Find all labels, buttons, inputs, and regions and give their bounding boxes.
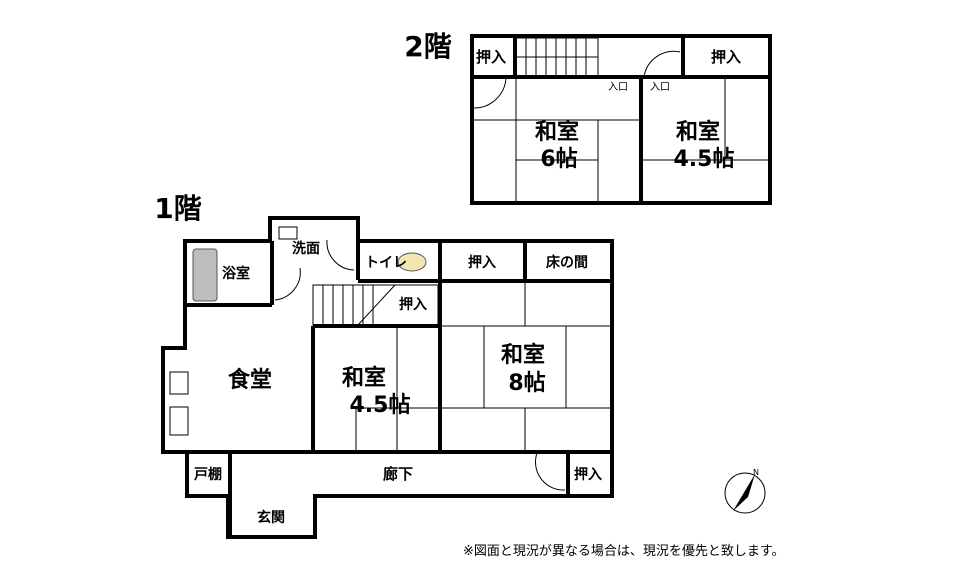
entrance-mark: 入口: [650, 82, 670, 93]
room-label-bath: 浴室: [222, 265, 250, 282]
door-swing: [274, 267, 301, 301]
room-size: 4.5帖: [674, 147, 735, 172]
closet-label: 押入: [468, 254, 496, 271]
room-size: 6帖: [540, 147, 577, 172]
room-name: 和室: [342, 365, 386, 391]
room-size: 4.5帖: [350, 393, 411, 418]
compass-north-label: N: [753, 468, 759, 477]
floor-2-outer-wall: [470, 34, 772, 205]
closet-label: 押入: [399, 296, 427, 313]
room-label-dining: 食堂: [228, 367, 272, 393]
floor-1-title: 1階: [154, 192, 201, 225]
room-label-toilet: トイレ: [365, 255, 407, 271]
room-label-hallway: 廊下: [383, 465, 413, 483]
entrance-mark: 入口: [608, 82, 628, 93]
room-label-entrance: 玄関: [257, 509, 285, 526]
room-name: 和室: [535, 119, 579, 145]
door-swing: [643, 50, 681, 78]
door-swing: [535, 452, 566, 491]
bathtub-icon: [192, 248, 218, 302]
floor-2-title: 2階: [404, 30, 451, 63]
disclaimer-note: ※図面と現況が異なる場合は、現況を優先と致します。: [463, 544, 785, 559]
door-swing: [326, 239, 355, 271]
tatami-lines: [474, 78, 768, 202]
sink-icon: [278, 226, 298, 240]
floor-1-plan: 1階: [154, 192, 614, 539]
kitchen-sink-icon: [169, 371, 189, 395]
floor-2-plan: 2階 押入 押入 和室 6帖 和室 4.5帖 入口 入口: [404, 30, 772, 205]
room-size: 8帖: [508, 371, 545, 396]
closet-label: 押入: [574, 466, 602, 483]
room-label-cupboard: 戸棚: [194, 466, 222, 483]
room-name: 和室: [501, 342, 545, 368]
toilet-icon: [397, 252, 427, 272]
compass-icon: N: [724, 468, 766, 514]
room-label-alcove: 床の間: [546, 254, 588, 271]
door-swing: [473, 77, 507, 109]
closet-label: 押入: [476, 48, 506, 66]
floor-1-outer-wall: [161, 216, 614, 539]
room-label-washroom: 洗面: [292, 240, 320, 257]
room-name: 和室: [676, 119, 720, 145]
closet-label: 押入: [711, 48, 741, 66]
stove-icon: [169, 406, 189, 436]
stairs-2f: [515, 37, 599, 77]
stairs-1f: [312, 284, 439, 326]
tatami-lines: [355, 283, 610, 450]
